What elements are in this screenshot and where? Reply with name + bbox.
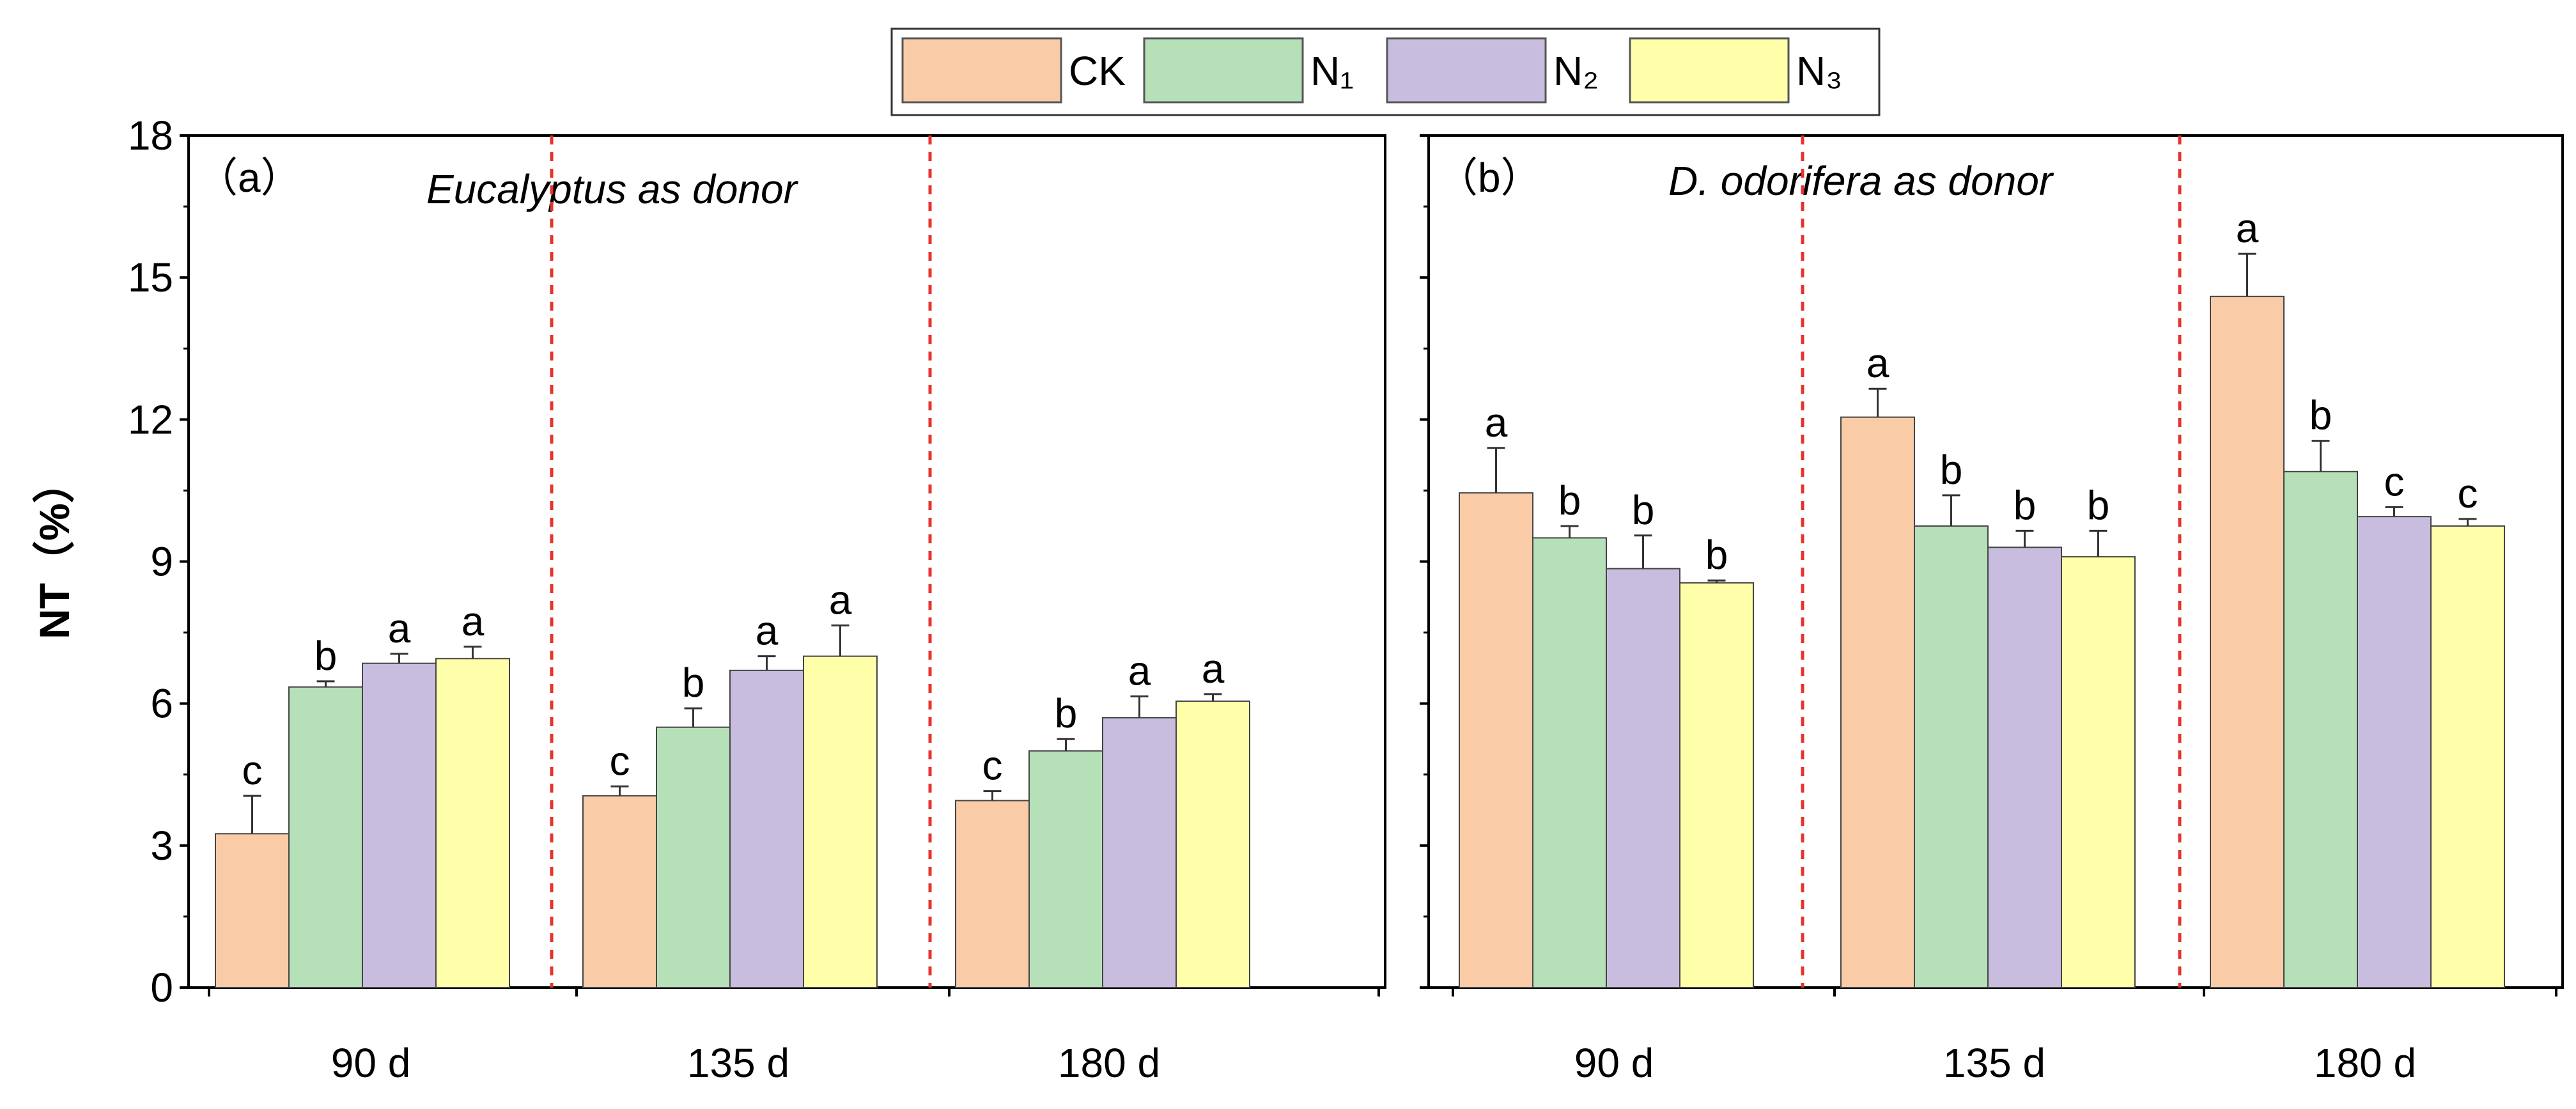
- panel-a-donor-title: Eucalyptus as donor: [426, 166, 799, 212]
- bar-a-1-2: [729, 669, 804, 988]
- sig-letter-b-2-1: b: [2309, 392, 2332, 438]
- bar-b-1-2: [1987, 547, 2062, 988]
- panel-a-category-180d: 180 d: [1058, 1040, 1160, 1086]
- bar-b-1-0: [1840, 416, 1915, 988]
- sig-letter-a-1-1: b: [682, 660, 705, 706]
- sig-letter-b-2-2: c: [2384, 458, 2405, 504]
- bar-b-1-1: [1914, 525, 1989, 988]
- y-axis-label: NT（%）: [31, 461, 78, 639]
- sig-letter-a-0-1: b: [314, 633, 338, 679]
- y-tick-label: 12: [128, 396, 173, 442]
- legend-label-n2: N₂: [1553, 48, 1599, 94]
- y-tick-label: 0: [150, 965, 173, 1011]
- sig-letter-b-2-3: c: [2458, 470, 2478, 516]
- bar-b-2-1: [2283, 470, 2358, 988]
- y-tick-label: 3: [150, 823, 173, 869]
- y-tick-label: 9: [150, 539, 173, 585]
- bar-a-0-2: [362, 662, 437, 989]
- legend-label-n1: N₁: [1310, 48, 1354, 94]
- panel-b-category-90d: 90 d: [1574, 1040, 1654, 1086]
- panel-b-category-135d: 135 d: [1943, 1040, 2045, 1086]
- bar-b-0-1: [1532, 537, 1607, 988]
- y-tick-label: 18: [128, 112, 173, 159]
- sig-letter-b-0-0: a: [1485, 399, 1508, 446]
- bar-a-1-3: [803, 655, 878, 988]
- sig-letter-b-0-2: b: [1632, 487, 1655, 533]
- panel-a-category-135d: 135 d: [687, 1040, 789, 1086]
- legend: CK N₁ N₂ N₃: [890, 27, 1881, 116]
- bar-b-2-2: [2357, 516, 2432, 988]
- sig-letter-b-1-1: b: [1940, 447, 1963, 493]
- sig-letter-b-1-0: a: [1866, 340, 1889, 386]
- panel-b: （b） D. odorifera as donor a b b b a b b b a b c c 9…: [1420, 134, 2564, 1086]
- legend-swatch-n3: [1629, 37, 1790, 104]
- legend-swatch-n1: [1143, 37, 1304, 104]
- legend-label-n3: N₃: [1796, 48, 1842, 94]
- panel-b-category-180d: 180 d: [2314, 1040, 2416, 1086]
- sig-letter-a-0-3: a: [462, 598, 485, 644]
- legend-label-ck: CK: [1069, 48, 1126, 94]
- sig-letter-a-0-2: a: [388, 605, 411, 651]
- panel-a-category-90d: 90 d: [331, 1040, 411, 1086]
- panel-a: （a） Eucalyptus as donor c b a a c b a a c b a a 0 3 6…: [128, 112, 1386, 1086]
- bar-a-1-0: [582, 795, 657, 988]
- sig-letter-a-1-0: c: [610, 738, 630, 784]
- bar-a-2-2: [1102, 717, 1177, 988]
- bar-b-2-3: [2430, 525, 2505, 988]
- sig-letter-b-2-0: a: [2236, 205, 2259, 251]
- y-tick-label: 6: [150, 681, 173, 727]
- sig-letter-b-0-3: b: [1705, 532, 1728, 578]
- sig-letter-a-1-3: a: [829, 577, 852, 623]
- bar-a-2-1: [1028, 750, 1103, 988]
- bar-b-0-0: [1459, 492, 1533, 988]
- bar-a-1-1: [656, 726, 731, 988]
- sig-letter-a-2-3: a: [1202, 646, 1225, 692]
- sig-letter-a-2-0: c: [982, 743, 1003, 789]
- sig-letter-a-1-2: a: [756, 608, 779, 654]
- bar-a-0-0: [215, 833, 290, 989]
- sig-letter-b-1-3: b: [2087, 482, 2110, 528]
- sig-letter-b-0-1: b: [1558, 477, 1581, 523]
- bar-b-2-0: [2210, 295, 2285, 988]
- bar-a-2-3: [1175, 700, 1250, 988]
- panel-a-label: （a）: [197, 155, 302, 201]
- legend-swatch-n2: [1386, 37, 1547, 104]
- sig-letter-a-2-2: a: [1128, 648, 1151, 694]
- sig-letter-a-2-1: b: [1055, 690, 1078, 736]
- legend-swatch-ck: [901, 37, 1062, 104]
- bar-b-1-3: [2061, 556, 2136, 988]
- sig-letter-b-1-2: b: [2013, 482, 2037, 528]
- bar-b-0-3: [1679, 582, 1754, 988]
- bar-a-2-0: [955, 800, 1030, 989]
- bar-a-0-3: [435, 658, 510, 988]
- y-tick-label: 15: [128, 254, 173, 300]
- sig-letter-a-0-0: c: [242, 747, 263, 793]
- bar-a-0-1: [288, 686, 363, 988]
- panel-b-donor-title: D. odorifera as donor: [1668, 158, 2054, 204]
- bar-b-0-2: [1606, 568, 1680, 988]
- panel-b-label: （b）: [1437, 155, 1542, 201]
